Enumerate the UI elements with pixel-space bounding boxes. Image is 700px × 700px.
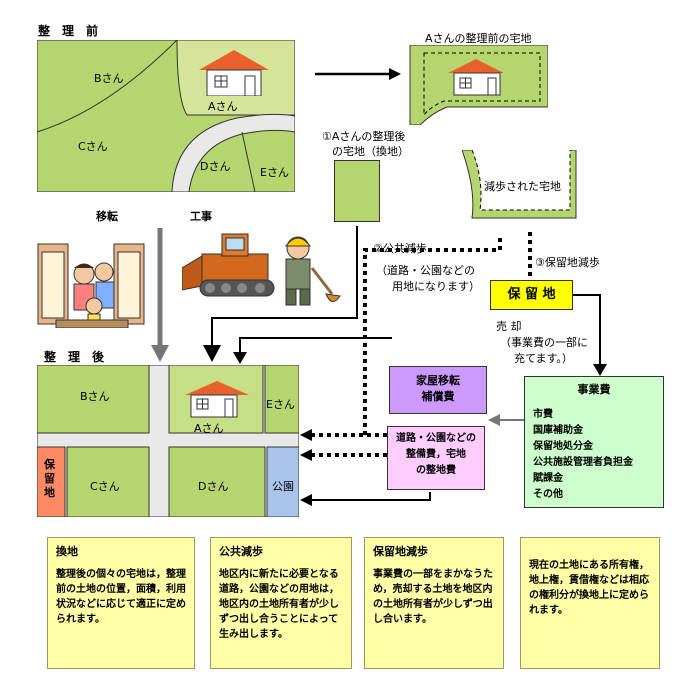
a-after-label-1: ①Aさんの整理後 — [322, 130, 406, 143]
note-title: 換地 — [56, 545, 78, 558]
compensation-line-2: 補償費 — [421, 390, 455, 403]
project-cost-item: 国庫補助金 — [533, 425, 583, 436]
note-title: 保留地減歩 — [373, 545, 428, 558]
note-body: 地区内に新たに必要となる道路，公園などの用地は，地区内の土地所有者が少しずつ出し… — [219, 569, 339, 640]
note-body: 整理後の個々の宅地は，整理前の土地の位置，面積，利用状況などに応じて適正に定めら… — [56, 569, 186, 625]
maintenance-line-3: の整地費 — [416, 465, 456, 476]
after-b-label: Bさん — [80, 390, 110, 403]
note-title: 公共減歩 — [219, 545, 263, 558]
before-c-label: Cさん — [78, 140, 108, 153]
maintenance-line-2: 整備費，宅地 — [406, 449, 466, 460]
construction-label: 工事 — [190, 210, 212, 223]
before-e-label: Eさん — [260, 166, 289, 179]
after-reserve-label: 保留地 — [44, 458, 55, 499]
project-cost-box: 事業費 市費 国庫補助金 保留地処分金 公共施設管理者負担金 賦課金 その他 — [524, 376, 664, 508]
reduced-plot — [462, 150, 577, 219]
before-a-label: Aさん — [208, 100, 238, 113]
after-park-label: 公園 — [272, 480, 294, 493]
a-before-label: Aさんの整理前の宅地 — [425, 32, 532, 45]
maintenance-box: 道路・公園などの 整備費，宅地 の整地費 — [387, 426, 485, 490]
project-cost-item: その他 — [533, 489, 563, 500]
note-body: 現在の土地にある所有権，地上権，賃借権などは相応の権利分が換地上に定められます。 — [529, 560, 649, 616]
after-e-label: Eさん — [266, 398, 295, 411]
before-b-label: Bさん — [94, 72, 124, 85]
reserve-land-box: 保 留 地 — [490, 280, 573, 310]
public-label-3: 用地になります） — [392, 280, 480, 293]
after-a-label: Aさん — [194, 422, 224, 435]
compensation-box: 家屋移転 補償費 — [389, 366, 487, 414]
sale-label-2: （事業費の一部に — [500, 336, 588, 349]
after-c-label: Cさん — [90, 480, 120, 493]
relocation-label: 移転 — [96, 210, 118, 223]
project-cost-item: 公共施設管理者負担金 — [533, 457, 633, 468]
project-cost-item: 賦課金 — [533, 473, 563, 484]
note-rights: 現在の土地にある所有権，地上権，賃借権などは相応の権利分が換地上に定められます。 — [520, 537, 660, 669]
family-icon — [37, 243, 145, 328]
after-map — [37, 365, 299, 517]
before-title: 整 理 前 — [38, 24, 99, 38]
after-title: 整 理 後 — [44, 350, 105, 364]
a-after-label-2: の宅地（換地） — [332, 145, 409, 158]
maintenance-line-1: 道路・公園などの — [396, 433, 476, 444]
sale-label-3: 充てます。） — [514, 352, 573, 365]
house-icon — [199, 50, 269, 96]
bulldozer-icon — [182, 233, 341, 306]
reserve-reduction-label: ③保留地減歩 — [535, 256, 600, 269]
note-body: 事業費の一部をまかなうため，売却する土地を地区内の土地所有者が少しずつ出し合いま… — [373, 569, 493, 625]
project-cost-item: 市費 — [533, 409, 553, 420]
project-cost-title: 事業費 — [577, 383, 611, 396]
note-replotting: 換地 整理後の個々の宅地は，整理前の土地の位置，面積，利用状況などに応じて適正に… — [47, 537, 195, 669]
note-reserve-reduction: 保留地減歩 事業費の一部をまかなうため，売却する土地を地区内の土地所有者が少しず… — [364, 537, 504, 669]
before-d-label: Dさん — [200, 160, 231, 173]
note-public-reduction: 公共減歩 地区内に新たに必要となる道路，公園などの用地は，地区内の土地所有者が少… — [210, 537, 352, 669]
public-label-2: （道路・公園などの — [376, 264, 475, 277]
compensation-line-1: 家屋移転 — [416, 374, 460, 387]
a-after-plot — [334, 160, 380, 222]
a-before-plot — [409, 45, 548, 125]
arrow-right-icon — [315, 68, 401, 80]
reduced-label: 減歩された宅地 — [484, 180, 561, 193]
after-d-label: Dさん — [198, 480, 229, 493]
sale-label: 売 却 — [496, 320, 522, 333]
project-cost-item: 保留地処分金 — [533, 441, 593, 452]
